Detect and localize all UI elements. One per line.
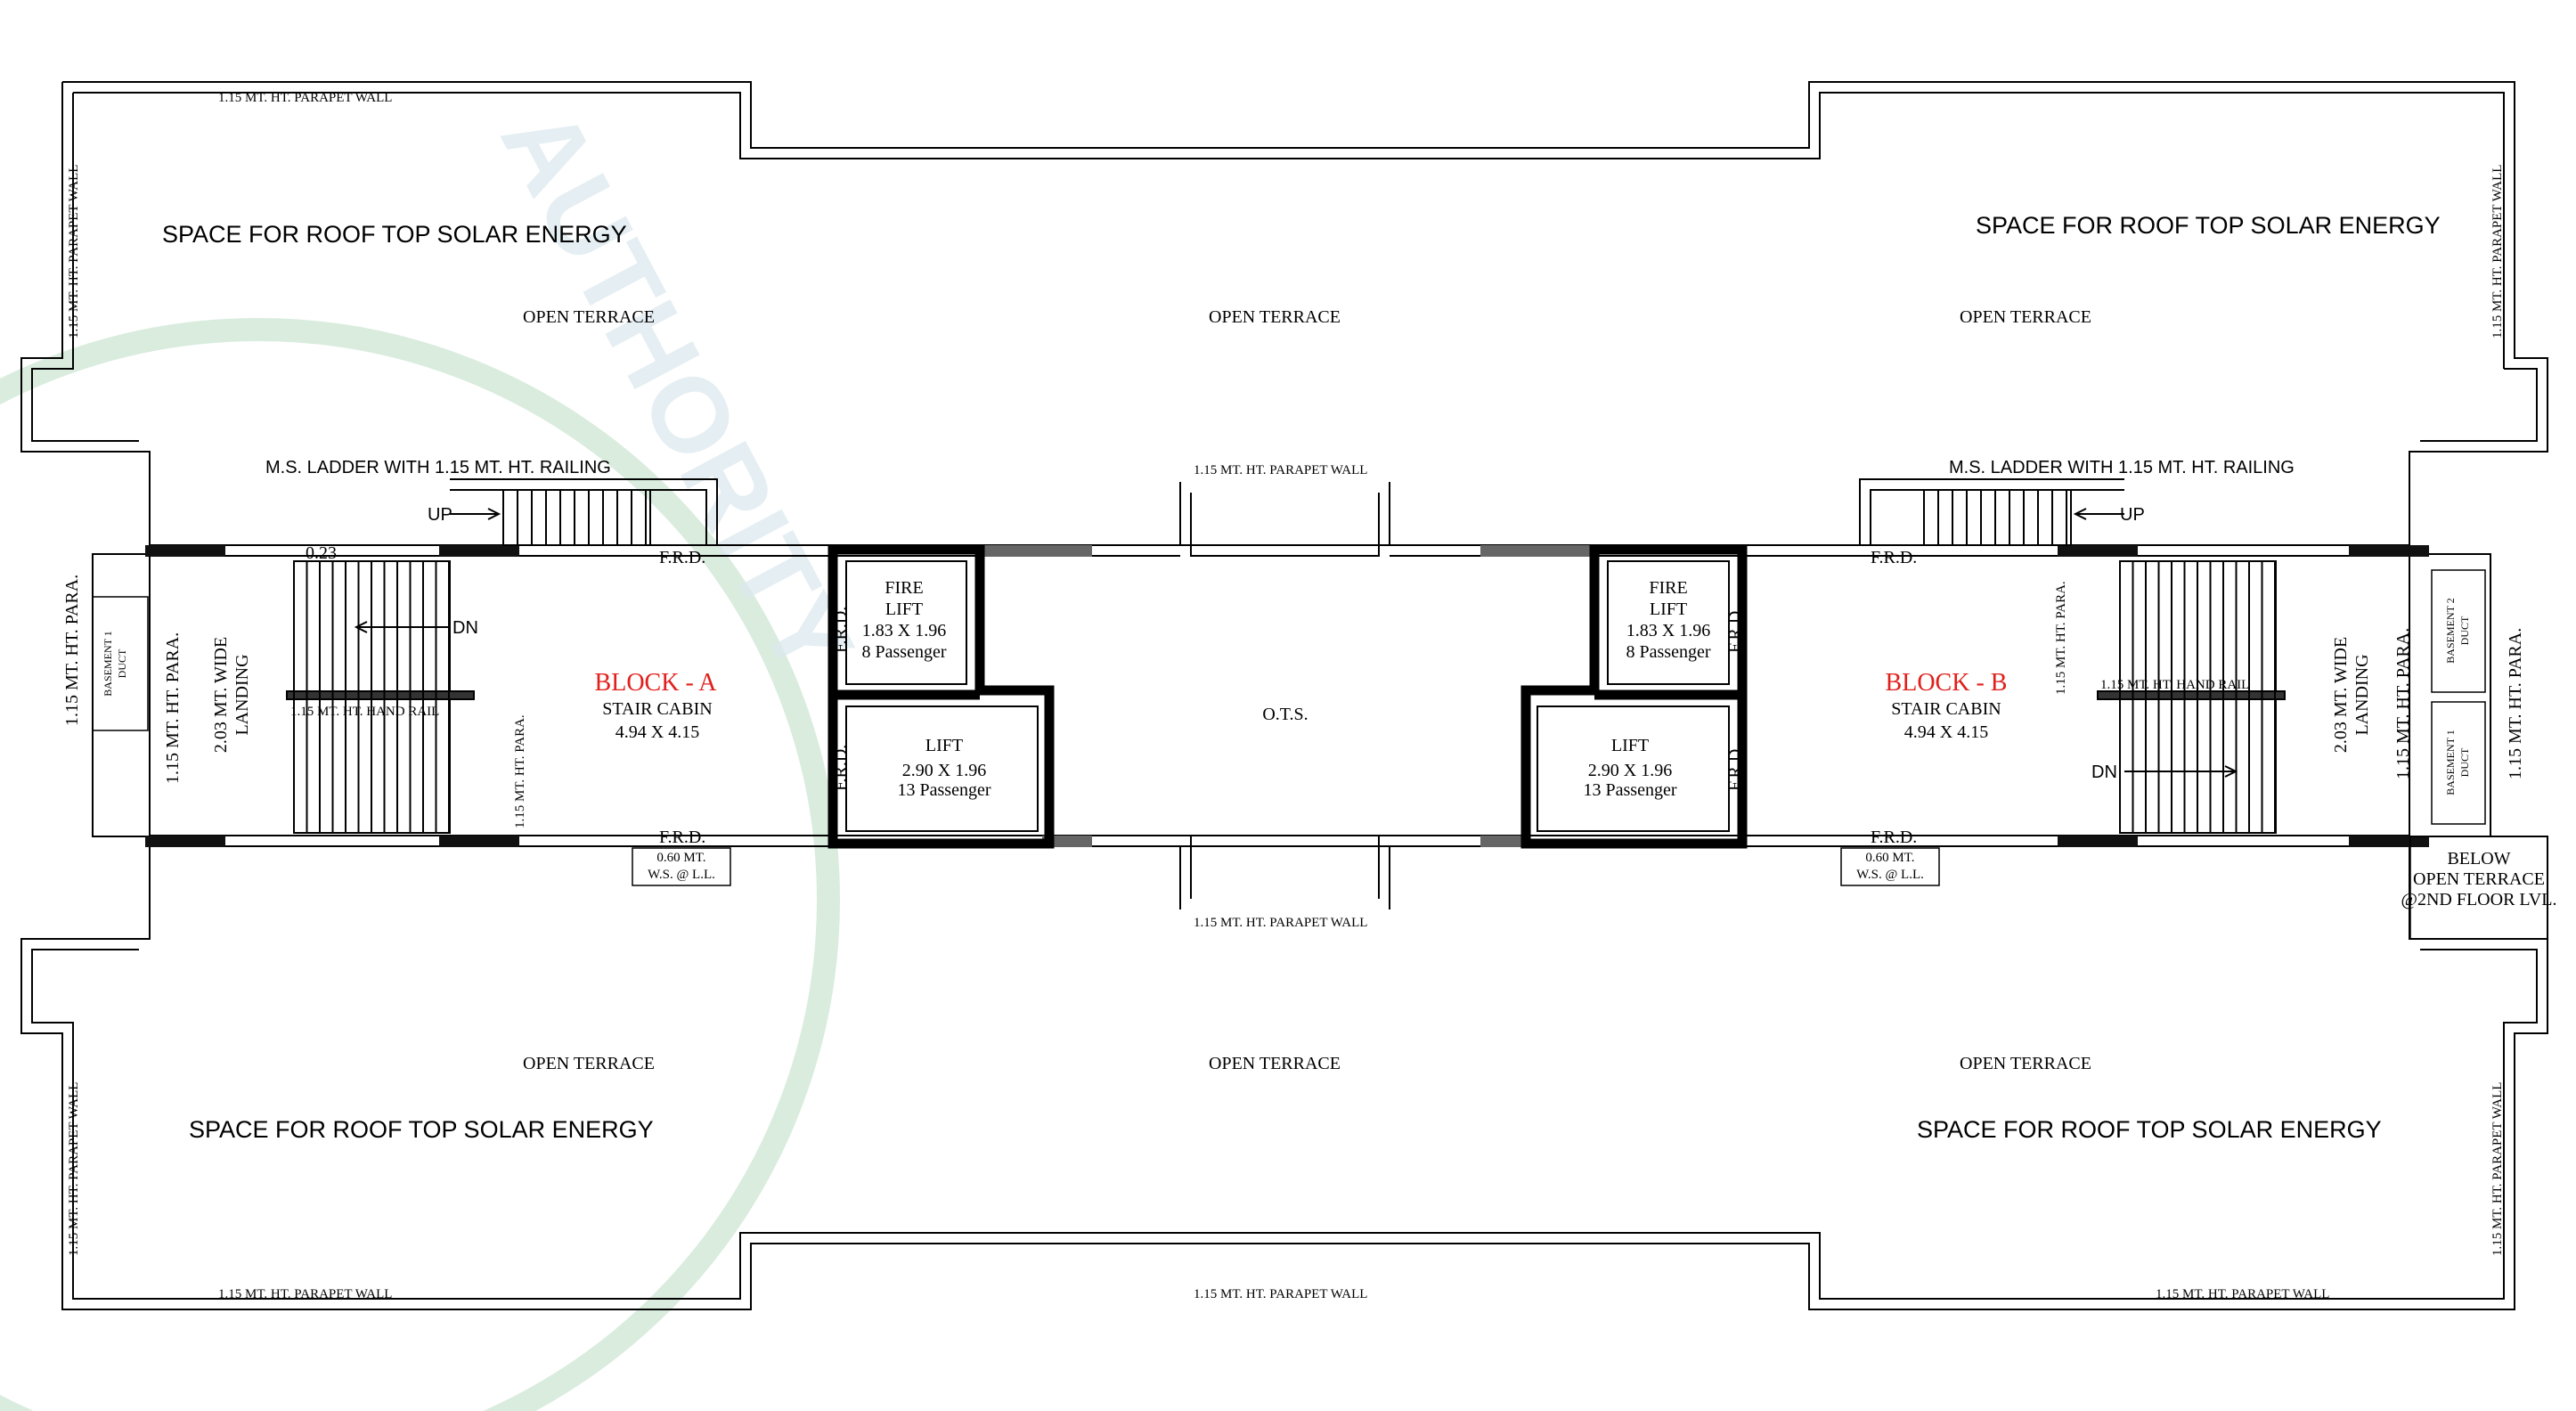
fire-lift-b-title1: FIRE bbox=[1649, 578, 1687, 598]
duct-1-left-line1: BASEMENT 1 bbox=[102, 631, 114, 696]
dn-label-b: DN bbox=[2091, 763, 2117, 782]
para-label-stair-b: 1.15 MT. HT. PARA. bbox=[2054, 581, 2068, 695]
hand-rail-label-b: 1.15 MT. HT. HAND RAIL bbox=[2100, 678, 2249, 692]
solar-label-top-right: SPACE FOR ROOF TOP SOLAR ENERGY bbox=[1976, 212, 2441, 239]
parapet-label-top-left: 1.15 MT. HT. PARAPET WALL bbox=[218, 91, 392, 105]
para-label-outer-left: 1.15 MT. HT. PARA. bbox=[62, 575, 82, 726]
frd-label-a-top: F.R.D. bbox=[659, 548, 705, 567]
dim-label-023: 0.23 bbox=[306, 543, 337, 563]
frd-label-b-bottom: F.R.D. bbox=[1871, 828, 1917, 847]
fire-lift-a-title2: LIFT bbox=[885, 599, 923, 619]
below-terrace-line2: OPEN TERRACE bbox=[2413, 869, 2545, 889]
frd-label-lift-b: F.R.D. bbox=[1725, 745, 1745, 791]
ws-label-a-line1: 0.60 MT. bbox=[656, 851, 705, 865]
lift-a-title: LIFT bbox=[925, 736, 963, 755]
landing-label-a-line1: 2.03 MT. WIDE bbox=[211, 637, 231, 753]
ladder-label-b: M.S. LADDER WITH 1.15 MT. HT. RAILING bbox=[1949, 458, 2295, 477]
fire-lift-b-capacity: 8 Passenger bbox=[1626, 642, 1711, 662]
para-label-stair-a: 1.15 MT. HT. PARA. bbox=[513, 714, 527, 828]
open-terrace-top-right: OPEN TERRACE bbox=[1960, 307, 2091, 327]
duct-2-right-line1: BASEMENT 2 bbox=[2444, 598, 2457, 663]
staircase-b bbox=[2097, 560, 2286, 834]
solar-label-bottom-left: SPACE FOR ROOF TOP SOLAR ENERGY bbox=[189, 1116, 654, 1143]
labels: 1.15 MT. HT. PARAPET WALL 1.15 MT. HT. P… bbox=[62, 91, 2556, 1301]
frd-label-fire-lift-a: F.R.D. bbox=[831, 607, 851, 653]
open-terrace-bottom-right: OPEN TERRACE bbox=[1960, 1054, 2091, 1073]
ladder-a bbox=[450, 478, 718, 546]
ws-label-b-line1: 0.60 MT. bbox=[1865, 851, 1914, 865]
para-label-inner-left: 1.15 MT. HT. PARA. bbox=[163, 632, 183, 784]
solar-label-top-left: SPACE FOR ROOF TOP SOLAR ENERGY bbox=[162, 221, 627, 248]
frd-label-lift-a: F.R.D. bbox=[831, 745, 851, 791]
ws-label-a-line2: W.S. @ L.L. bbox=[648, 868, 715, 882]
landing-label-b-line1: 2.03 MT. WIDE bbox=[2331, 637, 2351, 753]
frd-label-b-top: F.R.D. bbox=[1871, 548, 1917, 567]
dn-label-a: DN bbox=[452, 618, 478, 638]
direction-arrows bbox=[354, 508, 2238, 778]
lift-core-b bbox=[1520, 544, 1748, 849]
ladder-b bbox=[1859, 478, 2124, 546]
parapet-label-ots-bottom: 1.15 MT. HT. PARAPET WALL bbox=[1194, 916, 1367, 930]
parapet-label-ots-top: 1.15 MT. HT. PARAPET WALL bbox=[1194, 463, 1367, 477]
open-terrace-bottom-center: OPEN TERRACE bbox=[1209, 1054, 1341, 1073]
block-a-title: BLOCK - A bbox=[595, 669, 718, 697]
ladder-label-a: M.S. LADDER WITH 1.15 MT. HT. RAILING bbox=[265, 458, 611, 477]
ws-fixtures bbox=[632, 847, 1940, 886]
lift-a-size: 2.90 X 1.96 bbox=[902, 761, 986, 780]
wall-blocks bbox=[145, 545, 2429, 847]
ladder-rungs bbox=[502, 490, 2067, 545]
open-terrace-top-left: OPEN TERRACE bbox=[523, 307, 655, 327]
fire-lift-b-title2: LIFT bbox=[1650, 599, 1687, 619]
ots-label: O.T.S. bbox=[1262, 705, 1308, 724]
block-b-cabin: STAIR CABIN bbox=[1891, 699, 2001, 719]
parapet-label-bottom-left: 1.15 MT. HT. PARAPET WALL bbox=[218, 1287, 392, 1301]
solar-label-bottom-right: SPACE FOR ROOF TOP SOLAR ENERGY bbox=[1917, 1116, 2382, 1143]
duct-1-right-line1: BASEMENT 1 bbox=[2444, 730, 2457, 795]
up-label-b: UP bbox=[2120, 505, 2145, 525]
block-b-title: BLOCK - B bbox=[1886, 669, 2008, 697]
duct-1-right-line2: DUCT bbox=[2458, 747, 2471, 777]
lift-b-size: 2.90 X 1.96 bbox=[1588, 761, 1672, 780]
parapet-label-right-bottom: 1.15 MT. HT. PARAPET WALL bbox=[2490, 1082, 2505, 1256]
parapet-label-left-bottom: 1.15 MT. HT. PARAPET WALL bbox=[67, 1082, 81, 1256]
lift-b-title: LIFT bbox=[1611, 736, 1649, 755]
below-terrace-line3: @2ND FLOOR LVL. bbox=[2401, 890, 2557, 909]
block-a-cabin: STAIR CABIN bbox=[602, 699, 712, 719]
hand-rail-label-a: 1.15 MT. HT. HAND RAIL bbox=[290, 705, 439, 719]
watermark-seal: AUTHORITY bbox=[0, 88, 876, 1411]
block-a-size: 4.94 X 4.15 bbox=[615, 722, 699, 742]
block-b-size: 4.94 X 4.15 bbox=[1904, 722, 1988, 742]
landing-label-b-line2: LANDING bbox=[2352, 654, 2372, 735]
lift-a-capacity: 13 Passenger bbox=[898, 780, 991, 800]
duct-2-right-line2: DUCT bbox=[2458, 616, 2471, 645]
lift-b-capacity: 13 Passenger bbox=[1584, 780, 1677, 800]
open-terrace-bottom-left: OPEN TERRACE bbox=[523, 1054, 655, 1073]
staircase-a bbox=[286, 560, 475, 834]
parapet-label-bottom-right: 1.15 MT. HT. PARAPET WALL bbox=[2156, 1287, 2329, 1301]
below-terrace-line1: BELOW bbox=[2447, 849, 2510, 869]
landing-label-a-line2: LANDING bbox=[232, 654, 252, 735]
ws-label-b-line2: W.S. @ L.L. bbox=[1856, 868, 1924, 882]
frd-label-fire-lift-b: F.R.D. bbox=[1725, 607, 1745, 653]
parapet-label-bottom-center: 1.15 MT. HT. PARAPET WALL bbox=[1194, 1287, 1367, 1301]
parapet-label-right-top: 1.15 MT. HT. PARAPET WALL bbox=[2490, 165, 2505, 338]
lift-core-a bbox=[827, 544, 1055, 849]
fire-lift-a-capacity: 8 Passenger bbox=[862, 642, 947, 662]
frd-label-a-bottom: F.R.D. bbox=[659, 828, 705, 847]
fire-lift-b-size: 1.83 X 1.96 bbox=[1626, 621, 1710, 640]
up-label-a: UP bbox=[428, 505, 452, 525]
duct-1-left-line2: DUCT bbox=[116, 648, 128, 678]
open-terrace-top-center: OPEN TERRACE bbox=[1209, 307, 1341, 327]
para-label-inner-right: 1.15 MT. HT. PARA. bbox=[2393, 628, 2413, 779]
fire-lift-a-size: 1.83 X 1.96 bbox=[862, 621, 946, 640]
parapet-label-left-top: 1.15 MT. HT. PARAPET WALL bbox=[67, 165, 81, 338]
para-label-outer-right: 1.15 MT. HT. PARA. bbox=[2506, 628, 2525, 779]
fire-lift-a-title1: FIRE bbox=[884, 578, 923, 598]
duct-boxes bbox=[92, 569, 2548, 940]
